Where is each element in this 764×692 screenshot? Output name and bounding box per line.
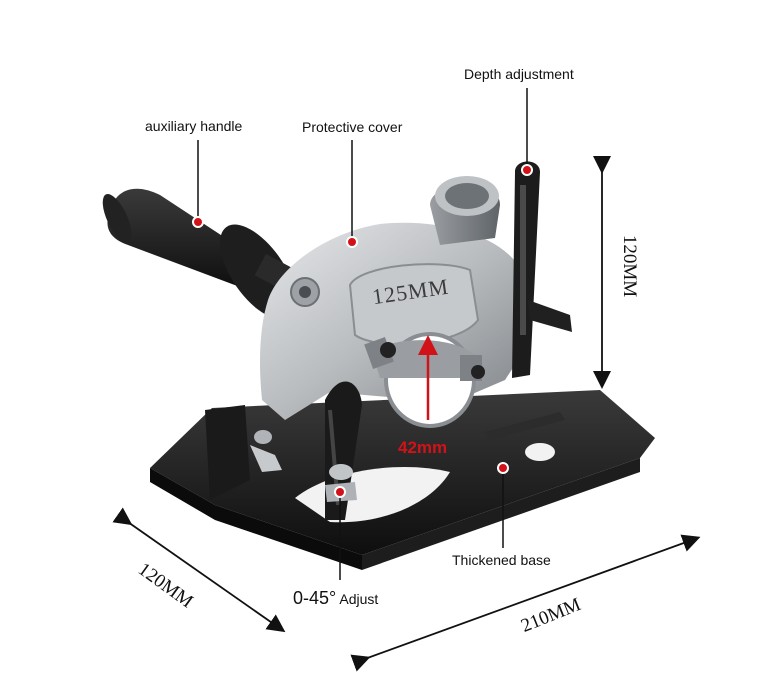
- blade-depth-label: 42mm: [398, 438, 448, 457]
- depth-adjustment-arm: [512, 161, 572, 378]
- callout-lines: [197, 88, 528, 580]
- angle-word: Adjust: [339, 591, 379, 607]
- angle-adjust-label: 0-45° Adjust: [293, 588, 378, 609]
- depth-adjustment-label: Depth adjustment: [464, 66, 574, 82]
- protective-cover-label: Protective cover: [302, 119, 403, 135]
- angle-value: 0-45°: [293, 588, 337, 608]
- thickened-base-label: Thickened base: [452, 552, 551, 568]
- auxiliary-handle-label: auxiliary handle: [145, 118, 243, 134]
- height-dimension-label: 120MM: [619, 234, 641, 298]
- protective-cover: [260, 176, 528, 428]
- width-dimension-arrow: [112, 507, 286, 633]
- length-dimension-arrow: [350, 534, 701, 672]
- callout-dots: [192, 164, 533, 498]
